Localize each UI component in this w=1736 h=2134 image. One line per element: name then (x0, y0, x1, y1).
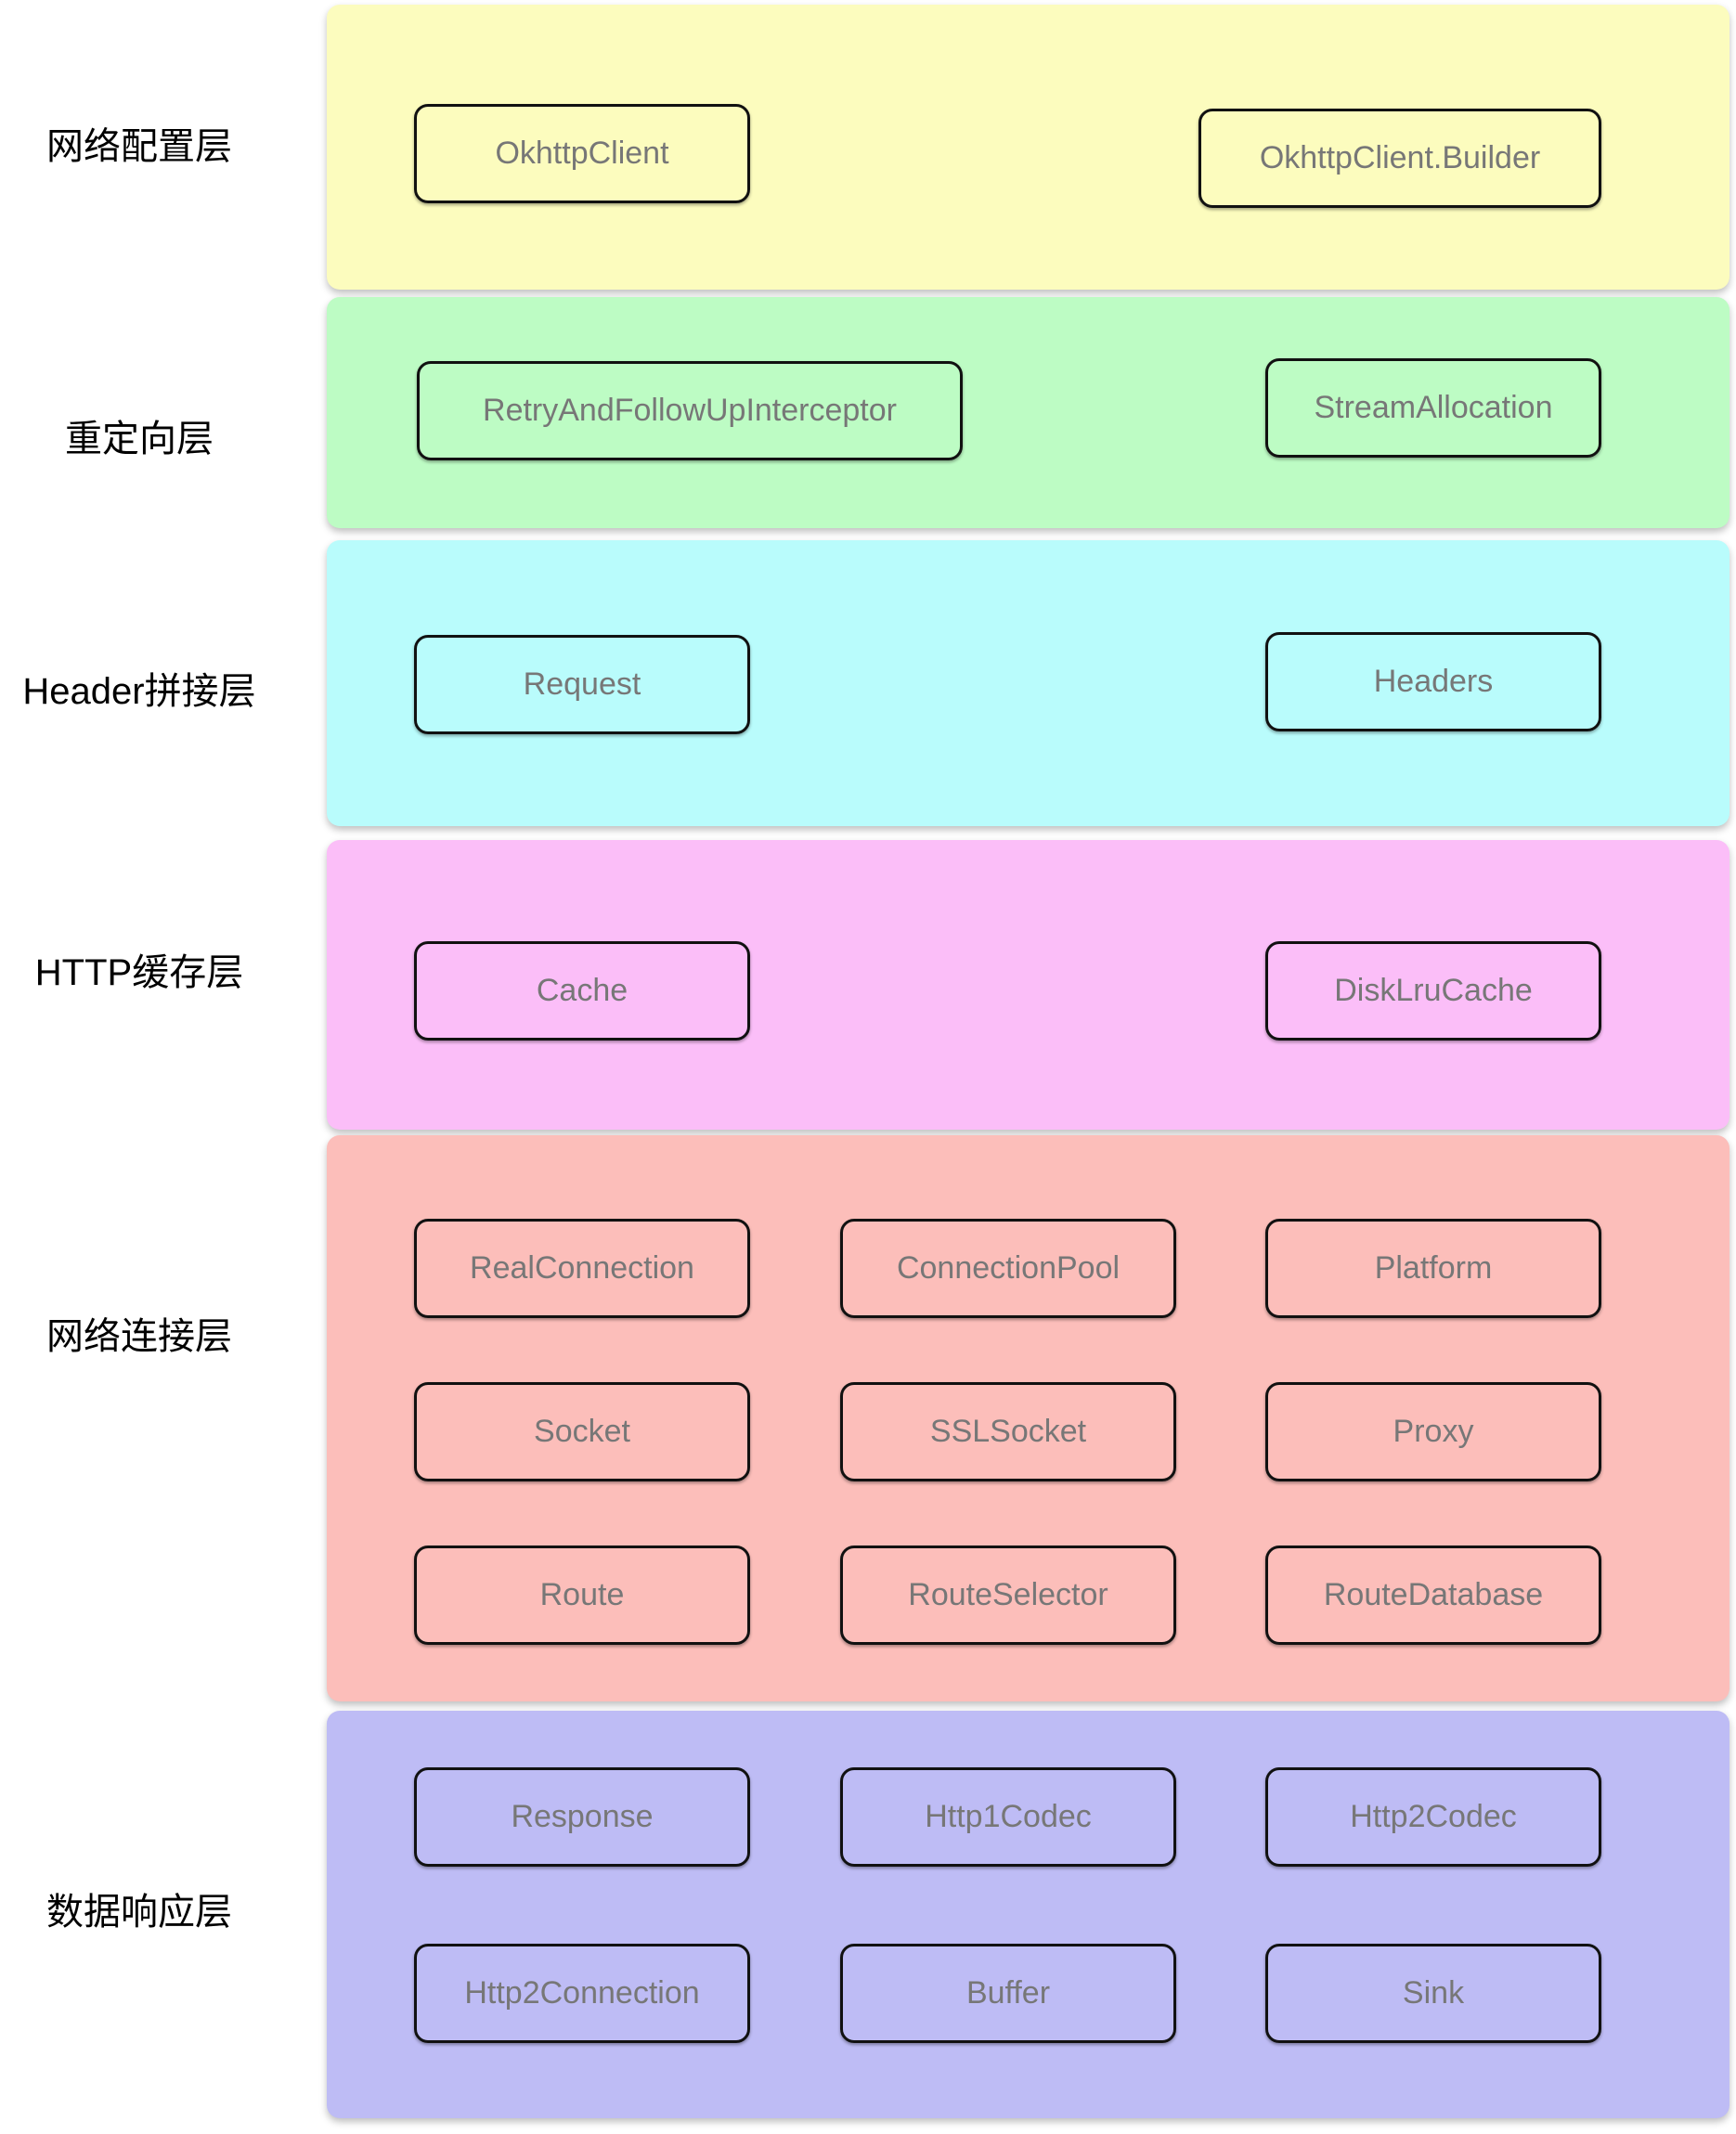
class-box-cache: Cache (414, 941, 750, 1041)
class-box-proxy: Proxy (1265, 1382, 1601, 1481)
class-box-realconnection: RealConnection (414, 1219, 750, 1318)
layer-band-data-response: Response Http1Codec Http2Codec Http2Conn… (327, 1711, 1730, 2118)
layer-label-redirect: 重定向层 (65, 419, 214, 459)
layer-band-header: Request Headers (327, 540, 1730, 826)
class-box-sslsocket: SSLSocket (840, 1382, 1176, 1481)
layer-band-connection: RealConnection ConnectionPool Platform S… (327, 1135, 1730, 1701)
class-box-platform: Platform (1265, 1219, 1601, 1318)
class-box-disklrucache: DiskLruCache (1265, 941, 1601, 1041)
class-box-request: Request (414, 635, 750, 734)
layer-label-network-config: 网络配置层 (46, 126, 232, 167)
class-box-routedatabase: RouteDatabase (1265, 1546, 1601, 1645)
class-box-http2connection: Http2Connection (414, 1944, 750, 2043)
class-box-connectionpool: ConnectionPool (840, 1219, 1176, 1318)
layer-label-connection: 网络连接层 (46, 1316, 232, 1357)
layer-band-http-cache: Cache DiskLruCache (327, 840, 1730, 1130)
class-box-response: Response (414, 1767, 750, 1867)
class-box-http1codec: Http1Codec (840, 1767, 1176, 1867)
class-box-buffer: Buffer (840, 1944, 1176, 2043)
layer-band-network-config: OkhttpClient OkhttpClient.Builder (327, 5, 1730, 290)
class-box-okhttpclient-builder: OkhttpClient.Builder (1198, 109, 1601, 208)
layer-label-http-cache: HTTP缓存层 (34, 952, 244, 993)
class-box-http2codec: Http2Codec (1265, 1767, 1601, 1867)
layer-band-redirect: RetryAndFollowUpInterceptor StreamAlloca… (327, 297, 1730, 528)
class-box-routeselector: RouteSelector (840, 1546, 1176, 1645)
class-box-streamallocation: StreamAllocation (1265, 358, 1601, 458)
class-box-retryandfollowupinterceptor: RetryAndFollowUpInterceptor (417, 361, 963, 460)
class-box-sink: Sink (1265, 1944, 1601, 2043)
layer-label-data-response: 数据响应层 (46, 1892, 232, 1933)
class-box-route: Route (414, 1546, 750, 1645)
class-box-socket: Socket (414, 1382, 750, 1481)
class-box-headers: Headers (1265, 632, 1601, 731)
layer-label-header: Header拼接层 (22, 671, 256, 712)
class-box-okhttpclient: OkhttpClient (414, 104, 750, 203)
